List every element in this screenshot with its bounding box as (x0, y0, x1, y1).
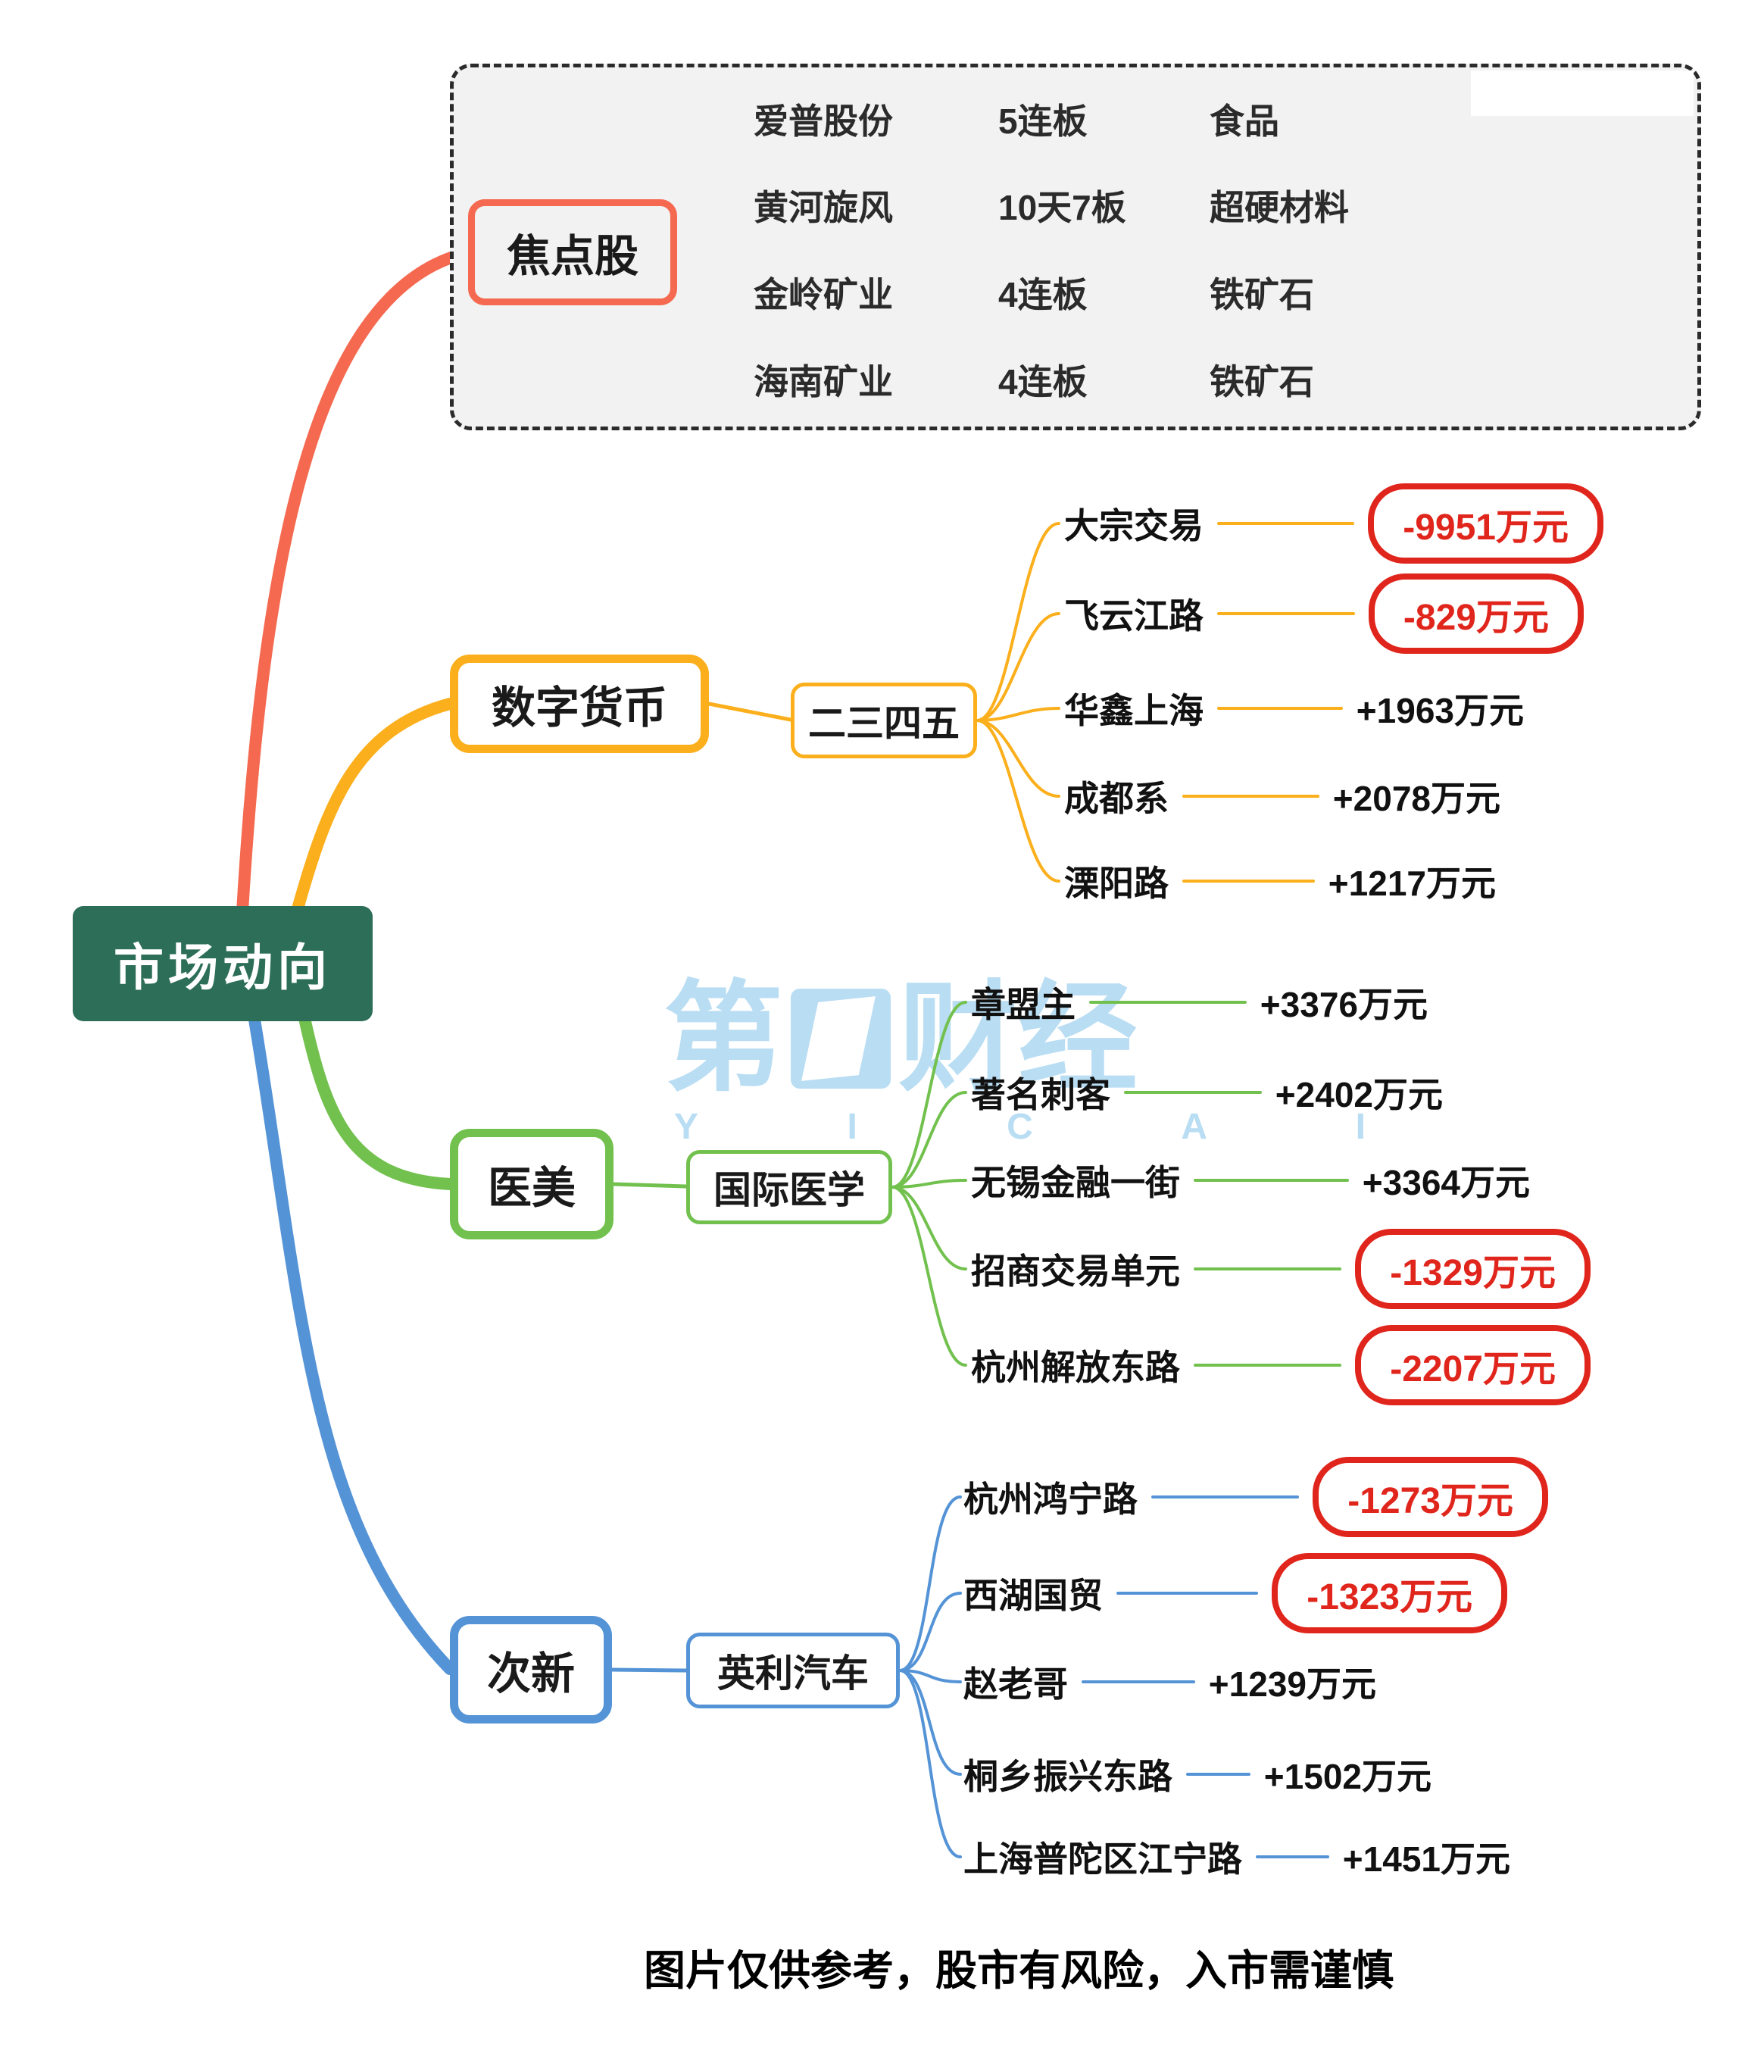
stock-streak: 4连板 (998, 362, 1088, 402)
node-digital-sub: 二三四五 (791, 683, 977, 758)
branch-curve-beauty (298, 1012, 456, 1190)
leaf-row: 飞云江路 -829万元 (1064, 573, 1584, 654)
watermark-chars-right: 财经 (898, 972, 1138, 1105)
leaf-name: 成都系 (1064, 779, 1169, 818)
leaf-value: +3376万元 (1260, 985, 1428, 1024)
leaf-value-negative: -1323万元 (1272, 1553, 1507, 1633)
connector-line (1217, 522, 1355, 525)
leaf-value: +2402万元 (1275, 1075, 1443, 1114)
leaf-value-negative: -9951万元 (1368, 483, 1603, 564)
leaf-name: 杭州鸿宁路 (963, 1480, 1138, 1519)
leaf-row: 成都系 +2078万元 (1064, 770, 1500, 823)
node-beauty-sub: 国际医学 (686, 1150, 892, 1224)
connector-line (1217, 612, 1355, 615)
white-patch (1471, 70, 1694, 116)
leaf-row: 大宗交易 -9951万元 (1064, 483, 1603, 564)
link-digital-sub (707, 702, 793, 722)
connector-line (1194, 1364, 1342, 1367)
leaf-row: 西湖国贸 -1323万元 (963, 1553, 1507, 1633)
leaf-row: 杭州解放东路 -2207万元 (971, 1325, 1591, 1405)
disclaimer-text: 图片仅供参考，股市有风险，入市需谨慎 (643, 1947, 1394, 1994)
leaf-row: 招商交易单元 -1329万元 (971, 1229, 1591, 1309)
table-row: 海南矿业 4连板 铁矿石 (754, 349, 1519, 410)
leaf-name: 章盟主 (971, 985, 1076, 1024)
leaf-name: 赵老哥 (963, 1664, 1068, 1704)
connector-line (1217, 707, 1343, 710)
stock-name: 爱普股份 (754, 102, 893, 141)
stock-sector: 铁矿石 (1210, 275, 1314, 314)
stock-sector: 食品 (1210, 102, 1279, 141)
connector-line (1182, 880, 1315, 883)
connector-line (1151, 1495, 1300, 1499)
leaf-row: 赵老哥 +1239万元 (963, 1655, 1376, 1708)
yicai-watermark: 第 财经 Y I C A I (663, 979, 1435, 1148)
branch-curve-focus (236, 247, 473, 917)
leaf-name: 西湖国贸 (963, 1576, 1103, 1615)
connector-line (1256, 1855, 1329, 1858)
branch-curve-digital (291, 698, 456, 917)
stock-streak: 10天7板 (998, 188, 1126, 227)
connector-line (1194, 1267, 1342, 1270)
watermark-char-left: 第 (663, 972, 783, 1105)
leaf-name: 桐乡振兴东路 (963, 1757, 1172, 1796)
stock-sector: 超硬材料 (1210, 188, 1349, 227)
leaf-row: 桐乡振兴东路 +1502万元 (963, 1748, 1431, 1801)
leaf-row: 上海普陀区江宁路 +1451万元 (963, 1830, 1510, 1883)
leaf-value-negative: -829万元 (1368, 573, 1584, 654)
leaf-name: 无锡金融一街 (971, 1163, 1180, 1202)
leaf-value-negative: -1273万元 (1313, 1457, 1548, 1537)
stock-streak: 5连板 (998, 102, 1088, 141)
table-row: 金岭矿业 4连板 铁矿石 (754, 262, 1519, 323)
leaf-name: 飞云江路 (1064, 596, 1204, 636)
leaf-value: +1239万元 (1208, 1664, 1376, 1704)
leaf-value: +1451万元 (1342, 1839, 1510, 1879)
connector-line (1124, 1091, 1262, 1094)
leaf-value-negative: -1329万元 (1355, 1229, 1591, 1309)
node-new-sub: 英利汽车 (686, 1633, 900, 1708)
leaf-value: +1963万元 (1356, 691, 1524, 730)
leaf-value-negative: -2207万元 (1355, 1325, 1591, 1405)
node-new: 次新 (450, 1616, 612, 1724)
connector-line (1116, 1592, 1259, 1595)
leaf-name: 杭州解放东路 (971, 1348, 1180, 1387)
leaf-row: 杭州鸿宁路 -1273万元 (963, 1457, 1548, 1537)
leaf-name: 大宗交易 (1064, 506, 1204, 545)
table-row: 黄河旋风 10天7板 超硬材料 (754, 175, 1519, 236)
leaf-value: +1502万元 (1263, 1757, 1431, 1796)
table-row: 爱普股份 5连板 食品 (754, 89, 1519, 149)
branch-curve-new (248, 1014, 456, 1675)
leaf-name: 上海普陀区江宁路 (963, 1839, 1242, 1879)
leaf-row: 溧阳路 +1217万元 (1064, 855, 1496, 908)
leaf-value: +1217万元 (1328, 864, 1496, 903)
node-focus: 焦点股 (468, 199, 677, 305)
connector-line (1182, 795, 1319, 798)
connector-line (1089, 1001, 1247, 1004)
node-beauty: 医美 (450, 1129, 613, 1239)
leaf-name: 溧阳路 (1064, 864, 1169, 903)
watermark-latin: Y I C A I (674, 1107, 1435, 1147)
leaf-row: 章盟主 +3376万元 (971, 976, 1428, 1029)
stock-sector: 铁矿石 (1210, 362, 1314, 402)
connector-line (1082, 1680, 1195, 1683)
stock-name: 黄河旋风 (754, 188, 893, 227)
root-node: 市场动向 (73, 906, 373, 1021)
leaf-row: 著名刺客 +2402万元 (971, 1066, 1443, 1119)
leaf-name: 华鑫上海 (1064, 691, 1204, 730)
leaf-row: 华鑫上海 +1963万元 (1064, 682, 1524, 735)
stock-name: 海南矿业 (754, 362, 893, 402)
leaf-row: 无锡金融一街 +3364万元 (971, 1154, 1530, 1207)
link-beauty-sub (611, 1182, 688, 1189)
stock-name: 金岭矿业 (754, 275, 893, 314)
node-digital: 数字货币 (450, 655, 709, 753)
leaf-name: 招商交易单元 (971, 1252, 1180, 1291)
leaf-value: +3364万元 (1362, 1163, 1530, 1202)
leaf-value: +2078万元 (1332, 779, 1500, 818)
connector-line (1186, 1773, 1250, 1776)
yicai-one-icon (791, 989, 891, 1089)
leaf-name: 著名刺客 (971, 1075, 1110, 1114)
stock-streak: 4连板 (998, 275, 1088, 314)
yicai-logo: 第 财经 (663, 979, 1435, 1099)
connector-line (1194, 1179, 1349, 1182)
